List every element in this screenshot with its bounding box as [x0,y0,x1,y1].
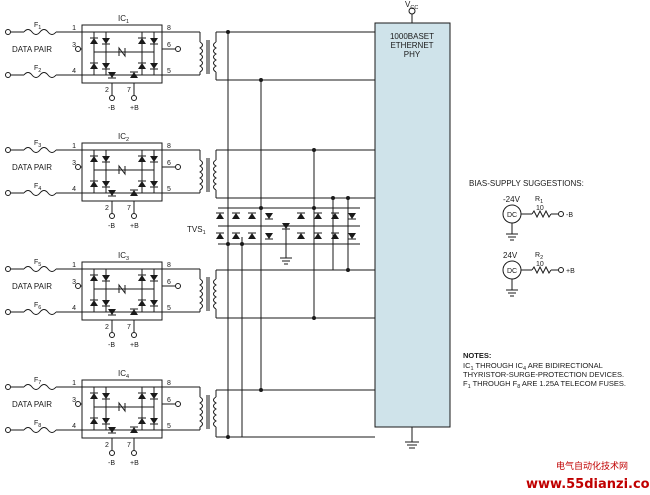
svg-text:R2: R2 [535,252,543,261]
ic-label: IC3 [118,251,129,262]
fuse-label: F2 [34,65,41,74]
svg-text:8: 8 [167,262,171,269]
svg-text:3: 3 [72,160,76,167]
tvs-label: TVS1 [187,225,206,236]
svg-text:3: 3 [72,397,76,404]
svg-text:+B: +B [130,105,139,112]
svg-text:4: 4 [72,305,76,312]
ic-block [81,142,163,202]
fuse-label: F7 [34,377,41,386]
vcc-label: VCC [405,0,418,11]
svg-text:-24V: -24V [503,195,521,204]
ethernet-phy-block [374,22,451,428]
svg-text:4: 4 [72,186,76,193]
ic-label: IC1 [118,14,129,25]
svg-text:5: 5 [167,423,171,430]
svg-text:R1: R1 [535,196,543,205]
fuse-label: F6 [34,302,41,311]
svg-text:2: 2 [105,442,109,449]
svg-text:+B: +B [130,460,139,467]
phy-ground-symbol [405,427,419,449]
svg-text:24V: 24V [503,251,518,260]
watermark-url: www.55dianzi.com [526,477,650,492]
ic-block [81,379,163,439]
svg-text:DC: DC [507,212,517,219]
svg-text:+B: +B [130,223,139,230]
svg-text:6: 6 [167,160,171,167]
svg-text:6: 6 [167,279,171,286]
svg-text:-B: -B [108,105,115,112]
fuse-label: F8 [34,420,41,429]
svg-text:DC: DC [507,268,517,275]
data-pair-label: DATA PAIR [12,45,52,54]
svg-text:10: 10 [536,205,544,212]
svg-text:4: 4 [72,423,76,430]
fuse-label: F5 [34,259,41,268]
svg-text:-B: -B [108,342,115,349]
svg-text:5: 5 [167,305,171,312]
svg-text:-B: -B [108,223,115,230]
data-pair-label: DATA PAIR [12,163,52,172]
common-bus-lines [227,32,349,437]
data-pair-label: DATA PAIR [12,400,52,409]
fuse-label: F1 [34,22,41,31]
data-pair-label: DATA PAIR [12,282,52,291]
notes-line2: THYRISTOR-SURGE-PROTECTION DEVICES. [463,370,624,379]
svg-text:2: 2 [105,87,109,94]
svg-text:6: 6 [167,397,171,404]
ic-label: IC2 [118,132,129,143]
svg-text:5: 5 [167,68,171,75]
svg-text:+B: +B [130,342,139,349]
watermark-cn: 电气自动化技术网 [556,460,628,472]
svg-text:8: 8 [167,380,171,387]
svg-text:1: 1 [72,25,76,32]
svg-text:2: 2 [105,205,109,212]
phy-label-line1: 1000BASET [390,32,434,41]
phy-label-line2: ETHERNET [390,41,433,50]
bias-title: BIAS-SUPPLY SUGGESTIONS: [469,179,584,188]
fuse-label: F3 [34,140,41,149]
svg-text:3: 3 [72,279,76,286]
fuse-label: F4 [34,183,41,192]
svg-text:8: 8 [167,143,171,150]
notes-heading: NOTES: [463,351,491,360]
svg-text:6: 6 [167,42,171,49]
svg-text:4: 4 [72,68,76,75]
svg-text:1: 1 [72,143,76,150]
svg-text:1: 1 [72,262,76,269]
svg-text:5: 5 [167,186,171,193]
svg-text:7: 7 [127,442,131,449]
notes-line3: F1 THROUGH F8 ARE 1.25A TELECOM FUSES. [463,379,626,390]
svg-text:10: 10 [536,261,544,268]
notes-line1: IC1 THROUGH IC4 ARE BIDIRECTIONAL [463,361,603,372]
bus-junctions [226,30,350,439]
svg-text:1: 1 [72,380,76,387]
svg-text:-B: -B [566,212,573,219]
svg-text:-B: -B [108,460,115,467]
svg-text:3: 3 [72,42,76,49]
svg-text:+B: +B [566,268,575,275]
svg-text:7: 7 [127,87,131,94]
svg-text:2: 2 [105,324,109,331]
tvs-array [215,206,360,265]
ic-block [81,261,163,321]
notes-block: NOTES: IC1 THROUGH IC4 ARE BIDIRECTIONAL… [463,351,626,390]
svg-text:8: 8 [167,25,171,32]
ic-block [81,24,163,84]
svg-text:7: 7 [127,205,131,212]
svg-text:7: 7 [127,324,131,331]
ic-label: IC4 [118,369,129,380]
phy-label-line3: PHY [404,50,421,59]
